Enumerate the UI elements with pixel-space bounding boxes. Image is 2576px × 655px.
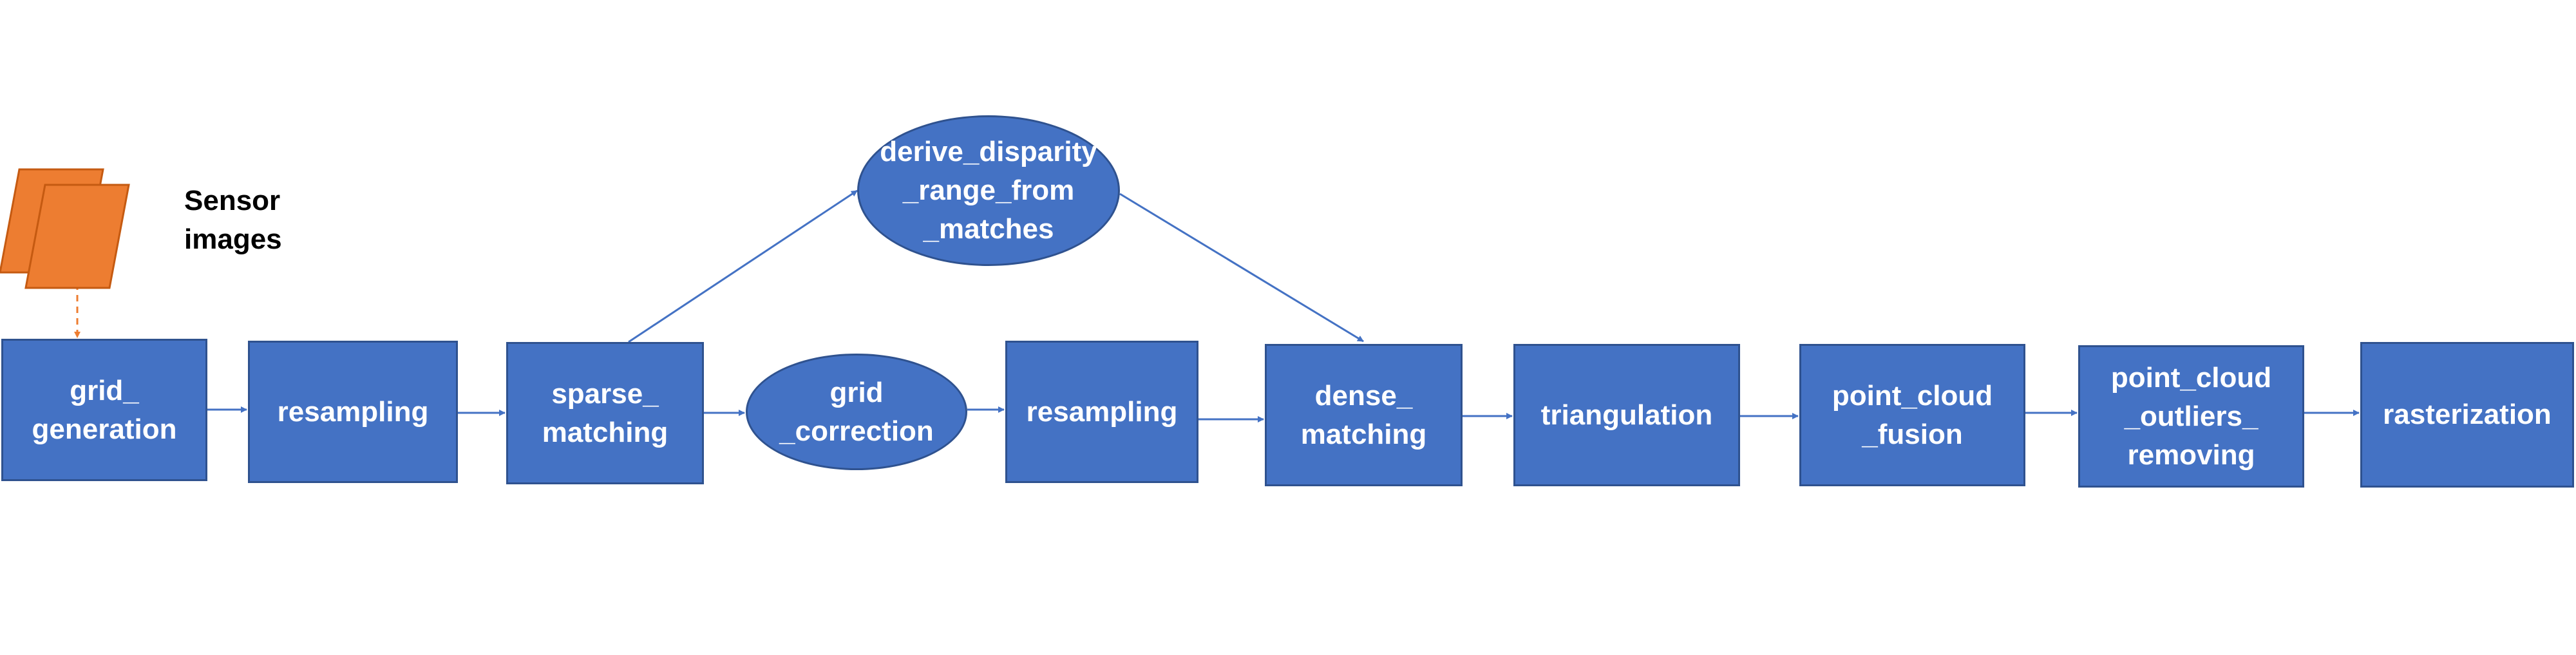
- sensor-images-label: Sensor images: [184, 185, 282, 255]
- node-rasterization: rasterization: [2360, 342, 2574, 488]
- node-label: rasterization: [2383, 399, 2552, 430]
- node-label: derive_disparity _range_from _matches: [880, 136, 1097, 245]
- node-label: resampling: [1026, 395, 1178, 428]
- node-derive-disparity: derive_disparity _range_from _matches: [857, 115, 1120, 266]
- node-label: dense_ matching: [1300, 379, 1427, 450]
- node-label: point_cloud _outliers_ removing: [2110, 361, 2272, 471]
- node-triangulation: triangulation: [1513, 344, 1740, 486]
- node-label: sparse_ matching: [542, 377, 668, 448]
- node-resampling-2: resampling: [1005, 341, 1198, 483]
- node-resampling-1: resampling: [248, 341, 458, 483]
- node-point-cloud-fusion: point_cloud _fusion: [1799, 344, 2025, 486]
- node-label: grid_ generation: [32, 374, 177, 445]
- node-grid-correction: grid _correction: [746, 354, 967, 470]
- node-dense-matching: dense_ matching: [1265, 344, 1463, 486]
- node-label: triangulation: [1540, 399, 1713, 431]
- node-label: grid _correction: [779, 376, 934, 447]
- node-label: resampling: [277, 395, 429, 428]
- node-grid-generation: grid_ generation: [1, 339, 207, 481]
- node-point-cloud-outliers-removing: point_cloud _outliers_ removing: [2078, 345, 2304, 488]
- node-label: point_cloud _fusion: [1832, 379, 1993, 450]
- sensor-images-icon: [0, 168, 130, 289]
- edge-derive-disparity-to-dense-matching: [1119, 193, 1364, 343]
- edge-sparse-matching-to-derive-disparity: [628, 189, 858, 343]
- node-sparse-matching: sparse_ matching: [506, 342, 704, 484]
